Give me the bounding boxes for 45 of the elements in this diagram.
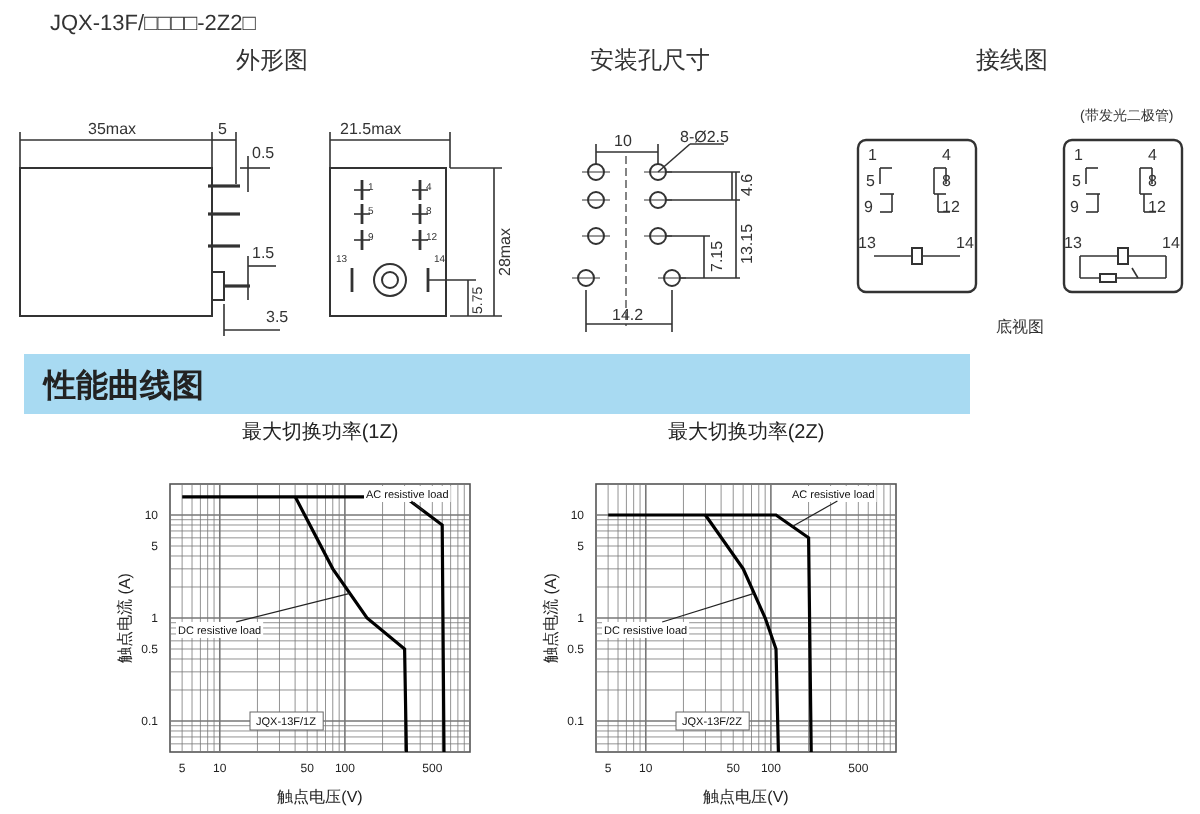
section-heading: 接线图 <box>976 48 1048 72</box>
pin-number: 4 <box>1148 148 1157 164</box>
pin-number: 14 <box>956 236 974 252</box>
pin-number: 1 <box>1074 148 1083 164</box>
pin-number: 13 <box>858 236 876 252</box>
section-heading: 性能曲线图 <box>44 367 204 408</box>
view-caption: 底视图 <box>996 320 1044 336</box>
dimension-label: 35max <box>88 122 137 138</box>
dimension-label: 21.5max <box>340 122 402 138</box>
leader-line <box>235 592 351 623</box>
axis-title: 触点电压(V) <box>703 788 789 806</box>
dimension-label: 13.15 <box>740 223 756 264</box>
pin-number: 5 <box>866 174 875 190</box>
axis-title: 触点电流 (A) <box>116 573 134 663</box>
pin-number: 14 <box>1162 236 1180 252</box>
pin-number: 1 <box>868 148 877 164</box>
dimension-label: 28max <box>498 227 514 276</box>
chart-title: 最大切换功率(2Z) <box>667 422 825 444</box>
pin-number: 8 <box>942 174 951 190</box>
leader-line <box>661 592 755 623</box>
leader-line <box>791 500 838 528</box>
pin-number: 9 <box>1070 200 1079 216</box>
pin-number: 5 <box>1072 174 1081 190</box>
axis-title: 触点电流 (A) <box>542 573 560 663</box>
chart-title: 最大切换功率(1Z) <box>241 422 399 444</box>
dimension-label: 0.5 <box>252 146 275 162</box>
pin-number: 8 <box>1148 174 1157 190</box>
dimension-label: 10 <box>614 134 632 150</box>
pin-number: 9 <box>864 200 873 216</box>
leader-line <box>410 500 424 512</box>
pin-number: 12 <box>1148 200 1166 216</box>
section-heading: 外形图 <box>236 48 308 72</box>
pin-number: 12 <box>942 200 960 216</box>
dimension-label: 14.2 <box>612 308 644 324</box>
pin-number: 4 <box>942 148 951 164</box>
dimension-label: 3.5 <box>266 310 289 326</box>
pin-number: 13 <box>1064 236 1082 252</box>
dimension-label: 5 <box>218 122 227 138</box>
axis-title: 触点电压(V) <box>277 788 363 806</box>
dimension-label: 8-Ø2.5 <box>680 130 729 146</box>
model-title: JQX-13F/□□□□-2Z2□ <box>50 14 256 36</box>
dimension-label: 4.6 <box>740 173 756 196</box>
section-heading: 安装孔尺寸 <box>590 48 710 72</box>
dimension-label: 1.5 <box>252 246 275 262</box>
dimension-label: 7.15 <box>710 240 726 272</box>
